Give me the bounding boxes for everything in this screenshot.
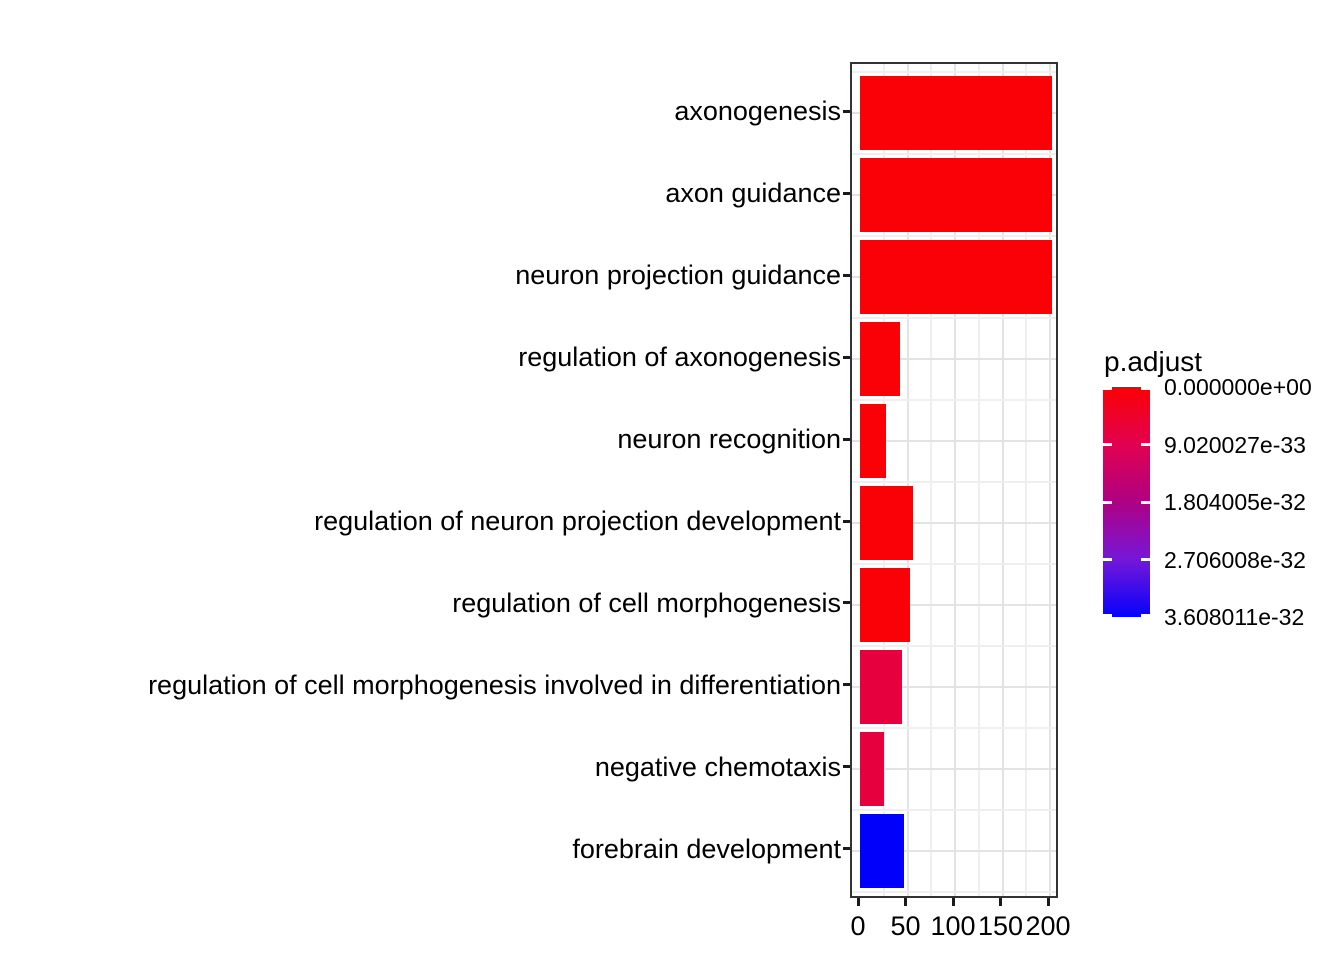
y-axis-tick [843, 273, 850, 277]
gridline-y-minor [852, 808, 1056, 811]
bar-axon-guidance [860, 158, 1052, 233]
y-tick-label: regulation of cell morphogenesis [452, 587, 841, 618]
gridline-y-minor [852, 399, 1056, 402]
plot-panel [850, 62, 1058, 898]
bar-neuron-projection-guidance [860, 240, 1052, 315]
gridline-y-major [852, 603, 1056, 606]
legend-label: 9.020027e-33 [1164, 431, 1306, 458]
gridline-x-minor [977, 64, 980, 896]
gridline-x-minor [1025, 64, 1028, 896]
bar-regulation-of-axonogenesis [860, 322, 900, 397]
legend-colorbar-tick [1103, 387, 1112, 390]
legend-colorbar-tick [1141, 500, 1150, 504]
x-tick-label: 100 [930, 911, 976, 941]
legend-colorbar-tick [1141, 614, 1150, 617]
bar-regulation-of-cell-morphogenesis-involved-in-differentiation [860, 649, 902, 724]
legend-colorbar-tick [1103, 614, 1112, 617]
gridline-y-minor [852, 235, 1056, 238]
y-tick-label: negative chemotaxis [594, 751, 841, 782]
x-axis-tick [1046, 898, 1050, 906]
gridline-y-minor [852, 317, 1056, 320]
gridline-x-major [1001, 64, 1004, 896]
legend-colorbar-tick [1141, 443, 1150, 446]
y-tick-label: regulation of axonogenesis [518, 342, 841, 373]
bar-neuron-recognition [860, 404, 886, 479]
legend-colorbar-tick [1103, 500, 1112, 504]
gridline-y-major [852, 767, 1056, 770]
legend-title: p.adjust [1104, 346, 1203, 377]
y-axis-tick [843, 519, 850, 523]
y-axis-tick [843, 683, 850, 687]
y-tick-label: forebrain development [572, 833, 841, 864]
bar-axonogenesis [860, 76, 1052, 151]
y-axis-tick [843, 765, 850, 769]
y-tick-label: axonogenesis [674, 96, 841, 127]
y-axis-tick [843, 109, 850, 113]
x-axis-tick [951, 898, 955, 906]
gridline-y-minor [852, 71, 1056, 74]
y-axis-tick [843, 847, 850, 851]
gridline-y-major [852, 522, 1056, 524]
gridline-y-minor [852, 890, 1056, 893]
y-axis-tick [843, 191, 850, 195]
y-axis-tick [843, 355, 850, 359]
bar-negative-chemotaxis [860, 731, 884, 806]
y-axis-tick [843, 437, 850, 441]
y-tick-label: regulation of neuron projection developm… [314, 506, 841, 536]
gridline-y-minor [852, 726, 1056, 729]
gridline-y-minor [852, 644, 1056, 647]
gridline-y-minor [852, 481, 1056, 484]
legend-colorbar-tick [1141, 558, 1150, 561]
y-tick-label: regulation of cell morphogenesis involve… [148, 669, 841, 700]
gridline-x-major [1049, 64, 1051, 896]
y-tick-label: neuron recognition [617, 424, 841, 455]
x-tick-label: 150 [977, 911, 1024, 941]
legend-label: 3.608011e-32 [1164, 604, 1305, 630]
legend-colorbar-tick [1141, 387, 1150, 390]
bar-regulation-of-neuron-projection-development [860, 486, 914, 560]
legend-colorbar-tick [1103, 558, 1112, 561]
x-axis-tick [856, 898, 860, 906]
gridline-y-major [852, 358, 1056, 361]
x-axis-tick [999, 898, 1002, 906]
gridline-x-major [906, 64, 909, 896]
gridline-y-major [852, 849, 1056, 852]
y-axis-tick [843, 601, 850, 605]
legend-colorbar-gradient [1103, 387, 1150, 617]
gridline-y-major [852, 685, 1056, 688]
gridline-x-minor [930, 64, 933, 896]
bar-regulation-of-cell-morphogenesis [860, 567, 911, 642]
gridline-y-minor [852, 153, 1056, 156]
y-tick-label: axon guidance [665, 178, 841, 209]
bar-forebrain-development [860, 813, 904, 888]
gridline-x-minor [882, 64, 885, 896]
x-axis-tick [904, 898, 907, 906]
x-tick-label: 200 [1025, 911, 1071, 941]
x-tick-label: 50 [890, 911, 921, 941]
x-tick-label: 0 [850, 911, 866, 941]
y-tick-label: neuron projection guidance [515, 260, 841, 291]
legend-label: 0.000000e+00 [1164, 374, 1312, 400]
gridline-x-major [954, 64, 956, 896]
gridline-y-major [852, 440, 1056, 443]
gridline-y-minor [852, 562, 1056, 565]
legend-label: 2.706008e-32 [1164, 546, 1306, 573]
legend-label: 1.804005e-32 [1164, 489, 1306, 515]
legend-colorbar-tick [1103, 443, 1112, 446]
